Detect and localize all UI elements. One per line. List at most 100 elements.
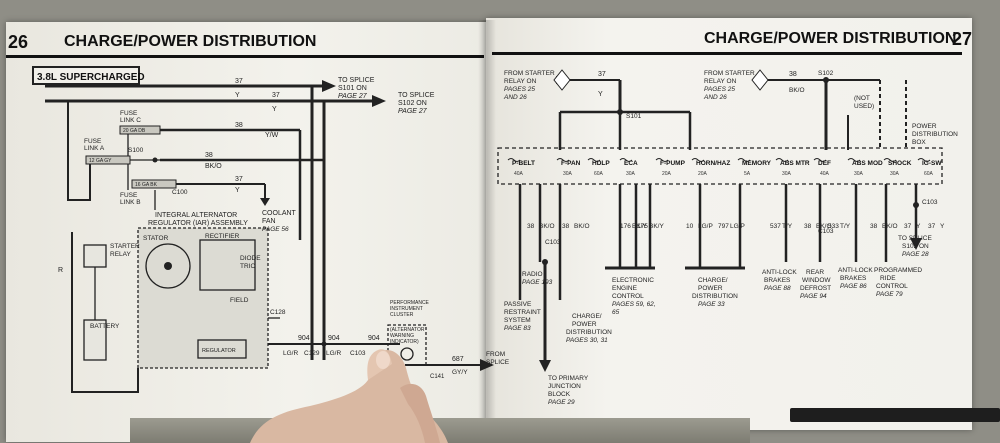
wire-number: 533: [828, 223, 839, 230]
from-starter-right-l4: AND 26: [703, 94, 727, 101]
diode-trio-l1: DIODE: [240, 255, 261, 262]
regulator-label: REGULATOR: [202, 348, 236, 354]
c103-left-label: C103: [350, 350, 366, 357]
wire-number: 176: [620, 223, 631, 230]
to-primary-page: PAGE 29: [548, 399, 575, 406]
cluster-l5: WARNING: [390, 333, 414, 339]
s102-label: S102: [818, 70, 834, 77]
fuse-symbol: [883, 158, 897, 162]
fuse-name: F-PAN: [561, 160, 581, 167]
eec-l2: ENGINE: [612, 285, 638, 292]
fuse-link-b-gauge: 16 GA BK: [135, 182, 158, 188]
passive-restraint-l1: PASSIVE: [504, 301, 532, 308]
cluster-l3: CLUSTER: [390, 312, 414, 318]
c103-right-label: C103: [545, 239, 561, 246]
programmed-ride-page: PAGE 79: [876, 291, 903, 298]
left-wire-y-c: Y: [235, 187, 240, 194]
left-page-title: CHARGE/POWER DISTRIBUTION: [64, 33, 317, 50]
fuse-link-a-l1: FUSE: [84, 138, 102, 145]
not-used-l2: USED): [854, 103, 874, 110]
fuse-link-c-l2: LINK C: [120, 117, 141, 124]
fuse-name: P-BELT: [512, 160, 535, 167]
wire-color: BK/O: [882, 223, 898, 230]
fuse-name: MEMORY: [742, 160, 772, 167]
fuse-link-b-l1: FUSE: [120, 192, 138, 199]
wire-number: 38: [527, 223, 535, 230]
s100-label: S100: [128, 147, 144, 154]
fuse-amps: 60A: [594, 171, 604, 177]
fuse-symbol: [507, 158, 521, 162]
wire-color: LG/P: [698, 223, 713, 230]
c128-label: C128: [270, 309, 286, 316]
hand-image: [250, 349, 448, 443]
rectifier-label: RECTIFIER: [205, 233, 240, 240]
cluster-l1: PERFORMANCE: [390, 300, 430, 306]
right-page-number: 27: [952, 29, 973, 49]
not-used-l1: (NOT: [854, 95, 870, 102]
fuse-link-a-l2: LINK A: [84, 145, 105, 152]
fuse-symbol: [619, 158, 633, 162]
programmed-ride-l1: PROGRAMMED: [874, 267, 922, 274]
from-starter-right-l1: FROM STARTER: [704, 70, 755, 77]
from-splice-l2: SPLICE: [486, 359, 510, 366]
fuse-amps: 5A: [744, 171, 751, 177]
fuse-amps: 40A: [514, 171, 524, 177]
wire-color: Y: [940, 223, 945, 230]
from-starter-left-l1: FROM STARTER: [504, 70, 555, 77]
alternator-title-l1: INTEGRAL ALTERNATOR: [155, 212, 237, 219]
charge-power-mid-l2: POWER: [698, 285, 723, 292]
fuse-amps: 30A: [626, 171, 636, 177]
to-primary-l3: BLOCK: [548, 391, 571, 398]
c129-label: C129: [304, 350, 320, 357]
from-starter-left-l3: PAGES 25: [504, 86, 535, 93]
s101-label: S101: [626, 113, 642, 120]
power-dist-box-l2: DISTRIBUTION: [912, 131, 958, 138]
fuse-name: IG-SW: [922, 160, 942, 167]
wire-color: BK/Y: [632, 223, 647, 230]
antilock2-page: PAGE 86: [840, 283, 867, 290]
wire-color: BK/O: [574, 223, 590, 230]
wire-color: BK/Y: [649, 223, 664, 230]
coolant-fan-l2: FAN: [262, 218, 276, 225]
to-splice-right-l1: TO SPLICE: [898, 235, 933, 242]
eec-page: PAGES 59, 62,: [612, 301, 656, 308]
fuse-amps: 20A: [698, 171, 708, 177]
antilock2-l2: BRAKES: [840, 275, 867, 282]
fuse-name: ABS MOD: [852, 160, 883, 167]
power-dist-box-l1: POWER: [912, 123, 937, 130]
wire-color: T/Y: [840, 223, 851, 230]
charge-power-mid-l1: CHARGE/: [698, 277, 728, 284]
cluster-l6: INDICATOR): [390, 339, 419, 345]
fuse-amps: 30A: [782, 171, 792, 177]
fuse-link-a-gauge: 12 GA GY: [89, 158, 112, 164]
coolant-fan-page: PAGE 56: [262, 226, 289, 233]
fuse-symbol: [847, 158, 861, 162]
fuse-amps: 30A: [890, 171, 900, 177]
coolant-fan-l1: COOLANT: [262, 210, 297, 217]
radio-page: PAGE 193: [522, 279, 553, 286]
left-wire-y-mid: Y: [272, 106, 277, 113]
wire-color: BK/O: [539, 223, 555, 230]
battery-label: BATTERY: [90, 323, 120, 330]
right-wire-37-feed: 37: [598, 71, 606, 78]
right-wire-38-feed: 38: [789, 71, 797, 78]
to-splice-s102-l1: TO SPLICE: [398, 92, 435, 99]
antilock1-page: PAGE 88: [764, 285, 791, 292]
fuse-symbol: [655, 158, 669, 162]
wire-904-c: 904: [368, 335, 380, 342]
starter-relay-l2: RELAY: [110, 251, 131, 258]
power-dist-box-l3: BOX: [912, 139, 926, 146]
from-splice-l1: FROM: [486, 351, 505, 358]
antilock2-l1: ANTI-LOCK: [838, 267, 873, 274]
wire-number: 10: [686, 223, 694, 230]
right-wire-y-feed: Y: [598, 91, 603, 98]
wire-color: T/Y: [782, 223, 793, 230]
left-wire-38-a: 38: [235, 122, 243, 129]
passive-restraint-l3: SYSTEM: [504, 317, 531, 324]
antilock1-l1: ANTI-LOCK: [762, 269, 797, 276]
book-spine-shadow: [790, 408, 1000, 422]
cluster-l4: (ALTERNATOR: [390, 327, 425, 333]
from-starter-left-l2: RELAY ON: [504, 78, 537, 85]
rear-defrost-l3: DEFROST: [800, 285, 831, 292]
